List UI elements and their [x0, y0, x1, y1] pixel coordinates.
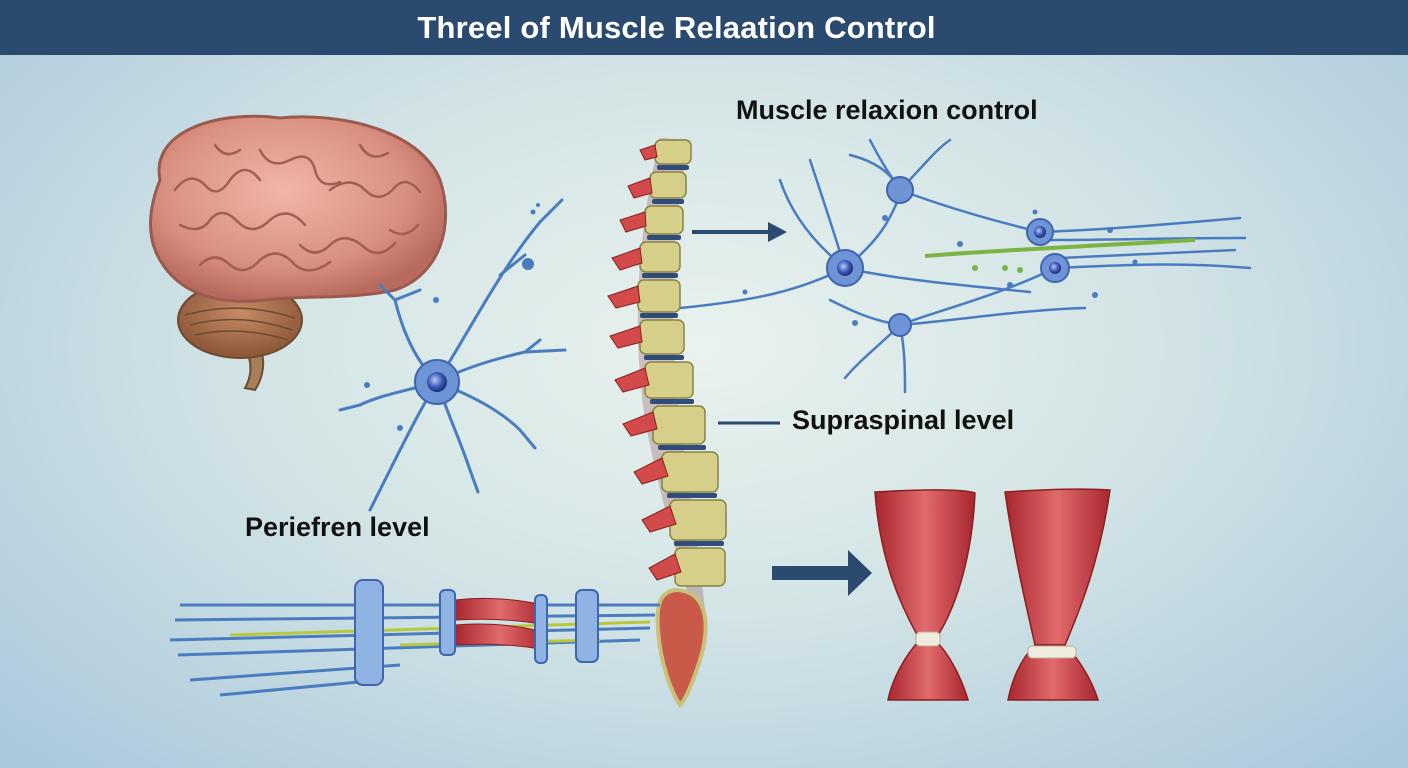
spine-illustration: [607, 138, 727, 709]
muscle-illustration-left: [874, 489, 976, 701]
neuron-cell-bodies: [826, 176, 1070, 337]
nerve-node-1: [354, 579, 384, 686]
green-vesicle-dots: [972, 265, 1023, 273]
nerve-node-4: [575, 589, 599, 663]
neuron-network-illustration: [678, 138, 1252, 394]
supraspinal-level-label: Supraspinal level: [792, 405, 1015, 435]
peripheral-nerve-bundle: [169, 579, 660, 697]
brain-illustration: [149, 114, 448, 392]
peripheral-level-label: Periefren level: [245, 512, 430, 542]
synapse-dots: [742, 209, 1138, 326]
muscle-illustration-right: [1004, 488, 1111, 701]
arrow-to-muscles: [772, 550, 872, 596]
nerve-fiber-green: [924, 238, 1196, 258]
neurotransmitter-dots: [364, 203, 540, 431]
sacrum: [655, 587, 708, 709]
nerve-node-3: [534, 594, 548, 664]
arrow-to-neurons: [692, 222, 787, 242]
muscle-relaxion-label: Muscle relaxion control: [736, 95, 1038, 125]
title-banner: Threel of Muscle Relaation Control: [0, 0, 1408, 55]
nerve-node-2: [439, 589, 456, 656]
neuron-nucleus: [427, 372, 447, 392]
page-title: Threel of Muscle Relaation Control: [417, 9, 936, 45]
